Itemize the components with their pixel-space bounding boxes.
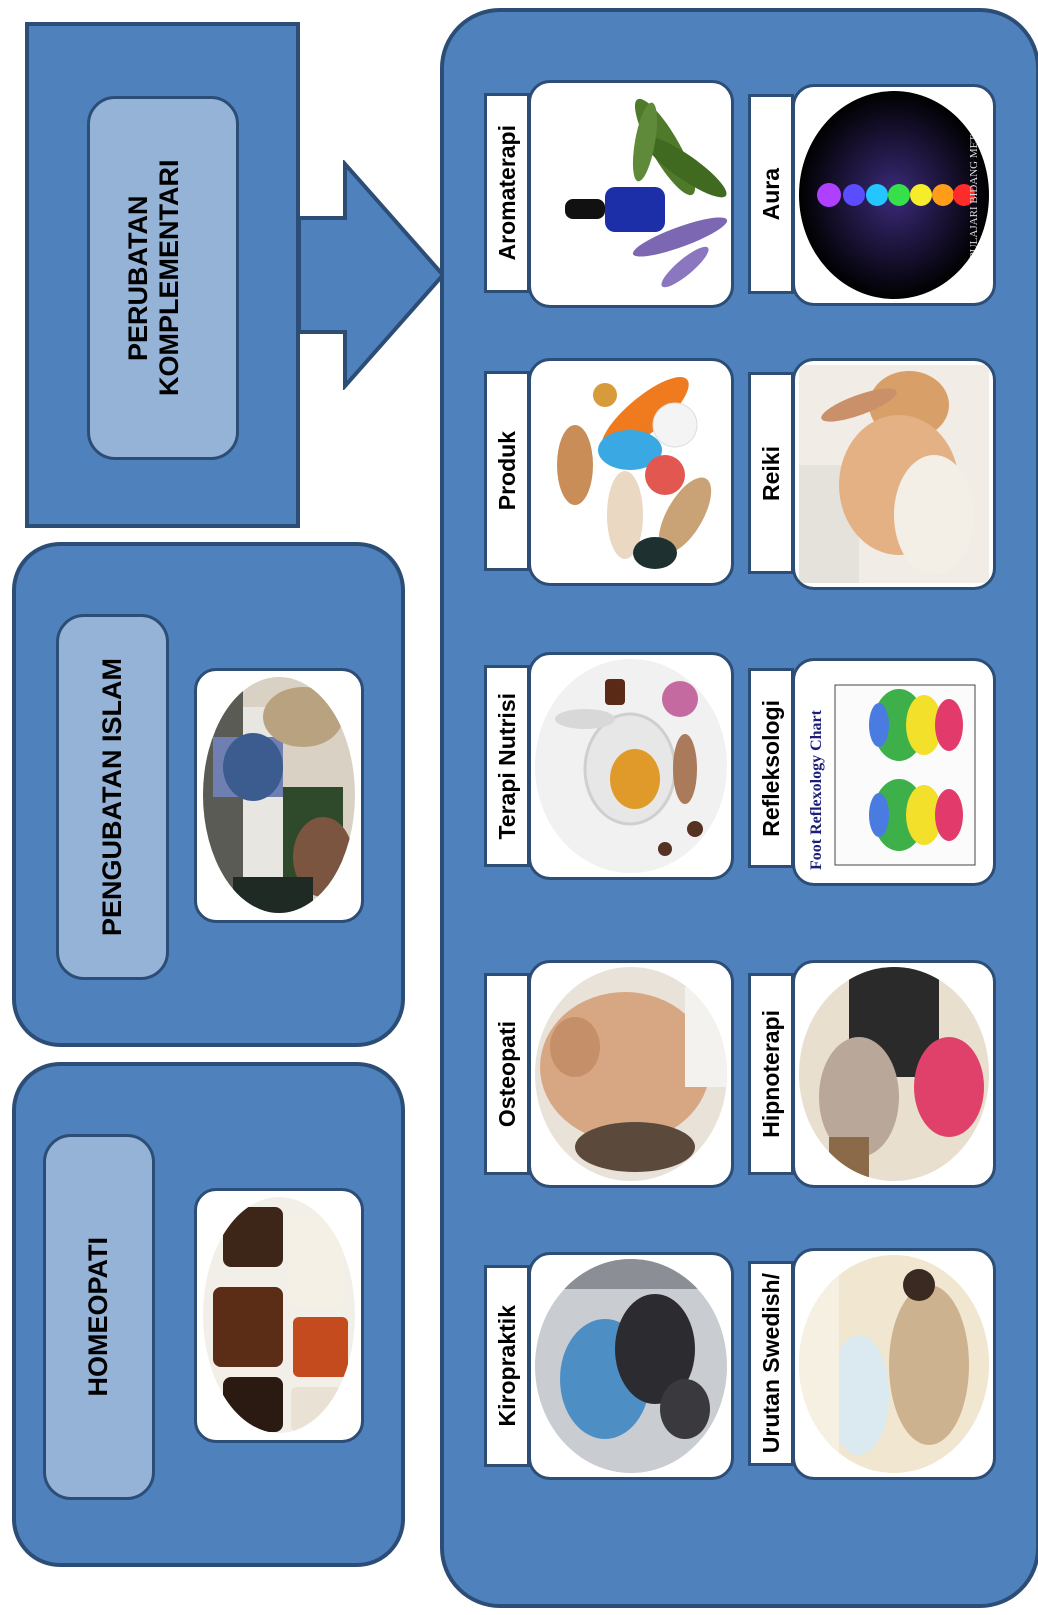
therapy-card-urutan-swedish: Urutan Swedish/	[748, 1248, 996, 1480]
therapy-label: Terapi Nutrisi	[493, 692, 520, 840]
therapy-card-terapi-nutrisi: Terapi Nutrisi	[484, 652, 734, 880]
therapy-label: Aura	[757, 167, 784, 221]
perubatan-komplementari-label: PERUBATAN KOMPLEMENTARI	[87, 96, 239, 460]
therapy-label-tab: Hipnoterapi	[748, 973, 794, 1175]
therapy-label-tab: Terapi Nutrisi	[484, 665, 530, 867]
perubatan-komplementari-title: PERUBATAN KOMPLEMENTARI	[123, 159, 185, 397]
therapy-card-produk: Produk	[484, 358, 734, 586]
therapy-card-refleksologi: Refleksologi Foot Reflexology Chart	[748, 658, 996, 886]
therapy-label: Aromaterapi	[493, 125, 520, 261]
therapy-label-tab: Kiropraktik	[484, 1265, 530, 1467]
therapy-label-tab: Urutan Swedish/	[748, 1261, 794, 1466]
therapy-photo-produk	[528, 358, 734, 586]
therapy-photo-urutan-swedish	[792, 1248, 996, 1480]
therapy-label-tab: Produk	[484, 371, 530, 571]
therapy-photo-terapi-nutrisi	[528, 652, 734, 880]
therapy-label: Kiropraktik	[493, 1305, 520, 1427]
therapy-label: Refleksologi	[757, 699, 784, 837]
pengubatan-islam-photo	[194, 668, 364, 923]
therapy-card-kiropraktik: Kiropraktik	[484, 1252, 734, 1480]
chiropractic-image	[535, 1259, 727, 1473]
therapy-label-tab: Refleksologi	[748, 668, 794, 868]
therapy-label-tab: Osteopati	[484, 973, 530, 1175]
therapy-label-tab: Aromaterapi	[484, 93, 530, 293]
therapy-photo-kiropraktik	[528, 1252, 734, 1480]
therapy-card-hipnoterapi: Hipnoterapi	[748, 960, 996, 1188]
therapy-label: Hipnoterapi	[757, 1010, 784, 1138]
reiki-session-image	[799, 365, 989, 583]
medicine-bottles-image	[203, 1197, 355, 1433]
therapy-photo-hipnoterapi	[792, 960, 996, 1188]
therapy-photo-aromaterapi	[528, 80, 734, 308]
therapy-photo-refleksologi: Foot Reflexology Chart	[792, 658, 996, 886]
perubatan-komplementari-box: PERUBATAN KOMPLEMENTARI	[25, 22, 300, 528]
right-arrow	[297, 160, 446, 390]
homeopati-photo	[194, 1188, 364, 1443]
chakra-aura-image: PEMPULAJARI BIDANG METAFIZIK	[799, 91, 989, 299]
therapy-label: Produk	[493, 431, 520, 511]
hypnotherapy-image	[799, 967, 989, 1181]
therapy-photo-osteopati	[528, 960, 734, 1188]
aura-caption-text: PEMPULAJARI BIDANG METAFIZIK	[968, 100, 980, 281]
therapy-label-tab: Aura	[748, 94, 794, 294]
reflexology-chart-title: Foot Reflexology Chart	[808, 709, 825, 870]
therapy-label: Urutan Swedish/	[757, 1273, 784, 1454]
homeopati-title: HOMEOPATI	[83, 1237, 114, 1397]
pills-image	[535, 365, 727, 579]
herbs-mortar-image	[535, 659, 727, 873]
therapy-label: Osteopati	[493, 1020, 520, 1128]
reflexology-chart-image: Foot Reflexology Chart	[799, 665, 989, 879]
therapy-card-osteopati: Osteopati	[484, 960, 734, 1188]
back-treatment-image	[535, 967, 727, 1181]
therapy-card-aromaterapi: Aromaterapi	[484, 80, 734, 308]
therapy-photo-aura: PEMPULAJARI BIDANG METAFIZIK	[792, 84, 996, 306]
therapy-label-tab: Reiki	[748, 372, 794, 574]
swedish-massage-image	[799, 1255, 989, 1473]
therapy-card-reiki: Reiki	[748, 358, 996, 590]
therapy-photo-reiki	[792, 358, 996, 590]
essential-oil-image	[535, 87, 727, 301]
homeopati-panel: HOMEOPATI	[12, 1062, 405, 1567]
pengubatan-islam-title: PENGUBATAN ISLAM	[96, 658, 127, 936]
homeopati-label: HOMEOPATI	[43, 1134, 155, 1500]
pengubatan-islam-label: PENGUBATAN ISLAM	[56, 614, 169, 980]
prayer-scene-image	[203, 677, 355, 913]
therapy-card-aura: Aura PEMPULAJARI BIDANG METAFIZIK	[748, 84, 996, 306]
pengubatan-islam-panel: PENGUBATAN ISLAM	[12, 542, 405, 1047]
therapy-label: Reiki	[757, 445, 784, 501]
